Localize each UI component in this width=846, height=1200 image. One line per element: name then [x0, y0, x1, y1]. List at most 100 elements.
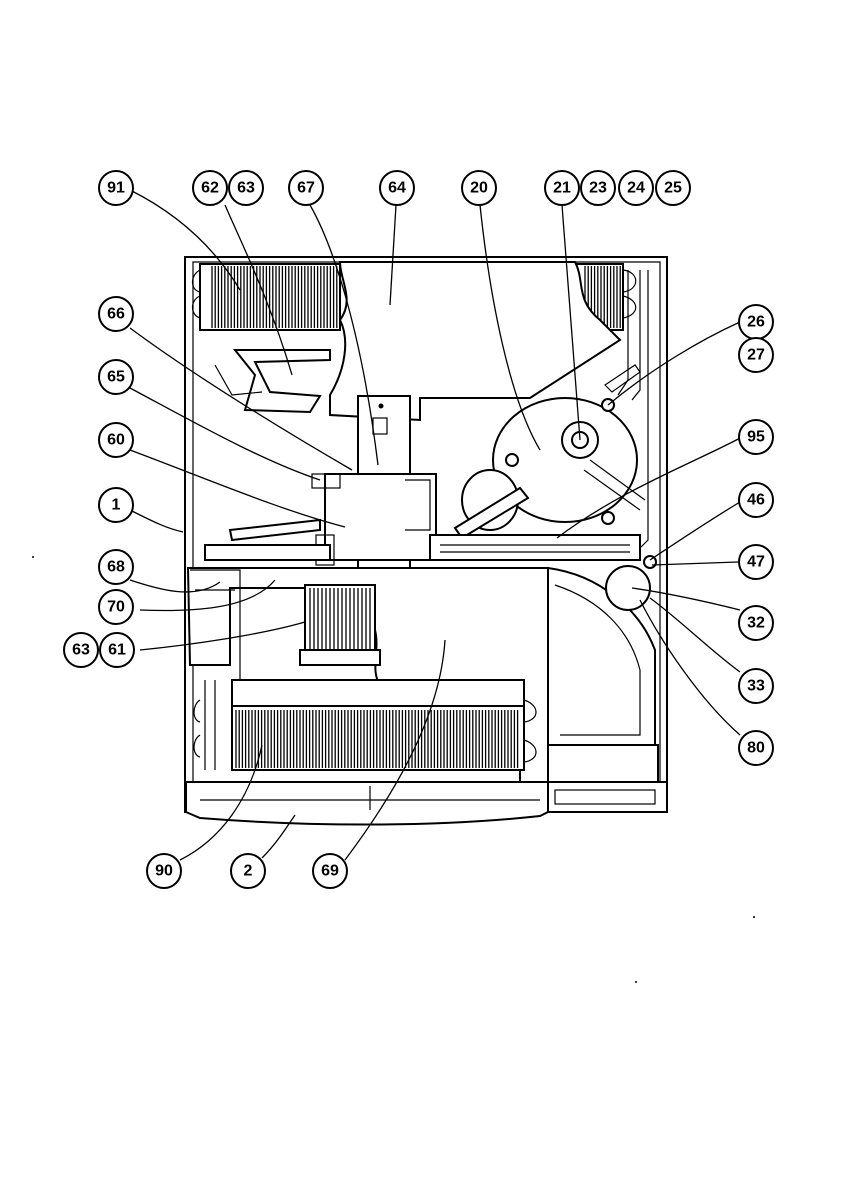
motor-mount — [311, 473, 341, 489]
leader-60 — [129, 449, 346, 528]
leader-66 — [129, 327, 353, 471]
callouts: 91 62 63 67 64 20 21 23 24 25 66 26 27 6… — [63, 170, 774, 889]
callout-2: 2 — [230, 853, 266, 889]
callout-label: 60 — [107, 432, 125, 449]
callout-90: 90 — [146, 853, 182, 889]
callout-69: 69 — [312, 853, 348, 889]
partition-top — [204, 544, 331, 561]
leader-21 — [561, 204, 581, 441]
leader-65 — [129, 387, 321, 481]
callout-91: 91 — [98, 170, 134, 206]
scroll-inner — [554, 584, 641, 736]
leader-69 — [344, 639, 446, 861]
callout-80: 80 — [738, 730, 774, 766]
leader-46 — [649, 501, 741, 561]
fan-blade — [232, 349, 331, 414]
callout-67: 67 — [288, 170, 324, 206]
callout-label: 67 — [297, 180, 315, 197]
blower-wheel — [304, 584, 376, 656]
callout-label: 69 — [321, 863, 339, 880]
coil-bends-right — [622, 269, 637, 319]
callout-62: 62 — [192, 170, 228, 206]
callout-label: 95 — [747, 429, 765, 446]
callout-24: 24 — [618, 170, 654, 206]
callout-label: 65 — [107, 369, 125, 386]
callout-33: 33 — [738, 668, 774, 704]
scan-speck — [635, 981, 637, 983]
callout-1: 1 — [98, 487, 134, 523]
front-grille — [185, 781, 549, 826]
scan-speck — [753, 916, 755, 918]
leader-67 — [309, 204, 379, 466]
callout-label: 66 — [107, 306, 125, 323]
callout-25: 25 — [655, 170, 691, 206]
callout-label: 27 — [747, 347, 765, 364]
callout-label: 26 — [747, 314, 765, 331]
callout-label: 2 — [244, 863, 253, 880]
leader-33 — [649, 597, 741, 673]
callout-27: 27 — [738, 337, 774, 373]
callout-label: 24 — [627, 180, 645, 197]
callout-label: 70 — [107, 599, 125, 616]
callout-label: 64 — [388, 180, 406, 197]
condenser-fins-left — [211, 266, 338, 328]
callout-61: 61 — [99, 632, 135, 668]
fan-motor — [324, 473, 437, 561]
callout-label: 21 — [553, 180, 571, 197]
callout-26: 26 — [738, 304, 774, 340]
callout-23: 23 — [580, 170, 616, 206]
callout-65: 65 — [98, 359, 134, 395]
leader-70 — [139, 579, 276, 612]
leader-91 — [129, 189, 241, 291]
leader-90 — [179, 744, 263, 861]
base-pan — [429, 534, 641, 561]
callout-20: 20 — [461, 170, 497, 206]
callout-21: 21 — [544, 170, 580, 206]
fan-bracket — [214, 364, 263, 396]
callout-63a: 63 — [228, 170, 264, 206]
leader-2 — [261, 814, 296, 859]
callout-label: 25 — [664, 180, 682, 197]
evaporator-coil — [231, 705, 525, 771]
callout-32: 32 — [738, 605, 774, 641]
coil-bends-left — [191, 269, 201, 319]
callout-70: 70 — [98, 589, 134, 625]
partition-tube — [228, 518, 321, 542]
leader-20 — [479, 204, 541, 451]
callout-label: 47 — [747, 554, 765, 571]
callout-label: 91 — [107, 180, 125, 197]
callout-label: 1 — [112, 497, 121, 514]
callout-label: 33 — [747, 678, 765, 695]
callout-label: 32 — [747, 615, 765, 632]
evaporator-header — [231, 679, 525, 707]
callout-label: 62 — [201, 180, 219, 197]
base-right — [547, 781, 668, 813]
blower-wheel-end — [299, 649, 381, 666]
leader-61 — [139, 621, 306, 651]
callout-66: 66 — [98, 296, 134, 332]
leader-lines — [129, 189, 743, 861]
callout-63b: 63 — [63, 632, 99, 668]
leader-26 — [607, 321, 741, 406]
leader-62-63 — [224, 204, 293, 376]
leader-64 — [389, 204, 397, 306]
unit-drawing — [184, 256, 668, 826]
evaporator-fins — [235, 710, 519, 768]
callout-label: 63 — [72, 642, 90, 659]
callout-label: 46 — [747, 492, 765, 509]
evaporator-bends — [523, 699, 537, 763]
discharge-tube — [583, 459, 646, 511]
callout-label: 20 — [470, 180, 488, 197]
blower-wheel-fins — [309, 588, 371, 652]
base-pan-lines — [440, 544, 630, 553]
base-slot — [554, 789, 656, 805]
callout-label: 23 — [589, 180, 607, 197]
callout-label: 63 — [237, 180, 255, 197]
leader-47 — [651, 561, 739, 566]
callout-47: 47 — [738, 544, 774, 580]
callout-label: 90 — [155, 863, 173, 880]
capacitor — [605, 565, 651, 611]
leader-1 — [129, 509, 184, 533]
motor-cap — [405, 479, 431, 531]
